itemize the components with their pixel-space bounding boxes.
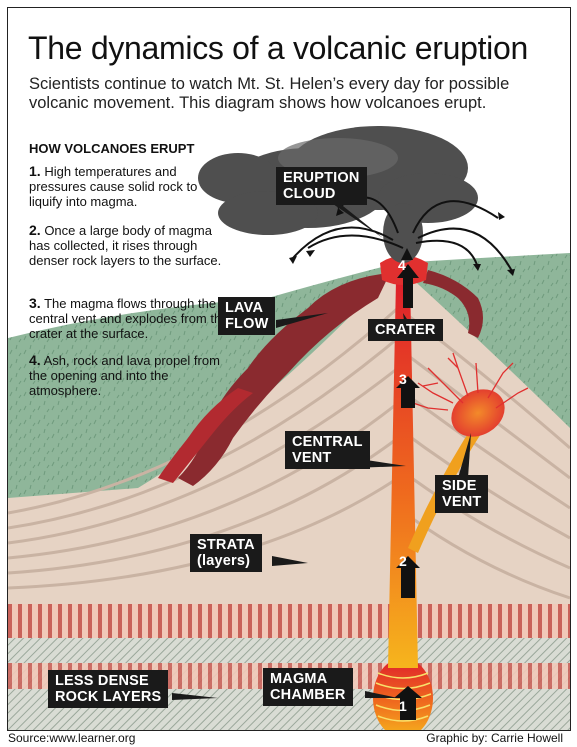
label-magma-chamber-line1: MAGMA xyxy=(270,671,328,687)
marker-arrows xyxy=(394,248,422,720)
label-eruption-cloud-line2: CLOUD xyxy=(283,186,336,202)
label-magma-chamber: MAGMA CHAMBER xyxy=(263,668,353,706)
page-subtitle: Scientists continue to watch Mt. St. Hel… xyxy=(29,75,510,112)
source-credit: Source:www.learner.org xyxy=(8,731,136,745)
diagram-frame: The dynamics of a volcanic eruption Scie… xyxy=(7,7,571,731)
step-4-text: Ash, rock and lava propel from the openi… xyxy=(29,353,220,398)
label-side-vent-line1: SIDE xyxy=(442,478,477,494)
step-4-number: 4. xyxy=(29,352,41,368)
step-2: 2. Once a large body of magma has collec… xyxy=(29,222,229,269)
label-strata-line2: (layers) xyxy=(197,553,251,569)
label-lava-flow-line2: FLOW xyxy=(225,316,269,332)
label-crater: CRATER xyxy=(368,319,443,341)
red-rock-band xyxy=(8,604,570,638)
marker-2: 2 xyxy=(399,553,407,569)
eruption-arrows xyxy=(292,196,514,274)
label-eruption-cloud: ERUPTION CLOUD xyxy=(276,167,367,205)
graphic-credit: Graphic by: Carrie Howell xyxy=(426,731,563,745)
label-lava-flow-line1: LAVA xyxy=(225,300,264,316)
step-3-text: The magma flows through the central vent… xyxy=(29,296,229,341)
step-2-text: Once a large body of magma has collected… xyxy=(29,223,222,268)
label-eruption-cloud-line1: ERUPTION xyxy=(283,170,360,186)
label-less-dense-line1: LESS DENSE xyxy=(55,673,149,689)
label-strata-line1: STRATA xyxy=(197,537,255,553)
steps-heading: HOW VOLCANOES ERUPT xyxy=(29,141,195,156)
step-2-number: 2. xyxy=(29,222,41,238)
label-strata: STRATA (layers) xyxy=(190,534,262,572)
lava-flow-left xyxy=(178,273,390,486)
label-magma-chamber-line2: CHAMBER xyxy=(270,687,346,703)
marker-3: 3 xyxy=(399,371,407,387)
marker-1: 1 xyxy=(399,698,407,714)
step-4: 4. Ash, rock and lava propel from the op… xyxy=(29,352,229,399)
label-central-vent: CENTRAL VENT xyxy=(285,431,370,469)
side-vent-cracks xyxy=(412,352,529,411)
label-less-dense-rock: LESS DENSE ROCK LAYERS xyxy=(48,670,169,708)
label-side-vent: SIDE VENT xyxy=(435,475,489,513)
page-title: The dynamics of a volcanic eruption xyxy=(28,30,528,66)
step-1-text: High temperatures and pressures cause so… xyxy=(29,164,198,209)
step-3: 3. The magma flows through the central v… xyxy=(29,295,229,342)
step-1-number: 1. xyxy=(29,163,41,179)
label-central-vent-line1: CENTRAL xyxy=(292,434,363,450)
side-vent-blob xyxy=(451,389,505,437)
label-central-vent-line2: VENT xyxy=(292,450,332,466)
step-1: 1. High temperatures and pressures cause… xyxy=(29,163,229,210)
marker-4: 4 xyxy=(398,257,406,273)
label-less-dense-line2: ROCK LAYERS xyxy=(55,689,162,705)
step-3-number: 3. xyxy=(29,295,41,311)
label-lava-flow: LAVA FLOW xyxy=(218,297,276,335)
label-side-vent-line2: VENT xyxy=(442,494,482,510)
